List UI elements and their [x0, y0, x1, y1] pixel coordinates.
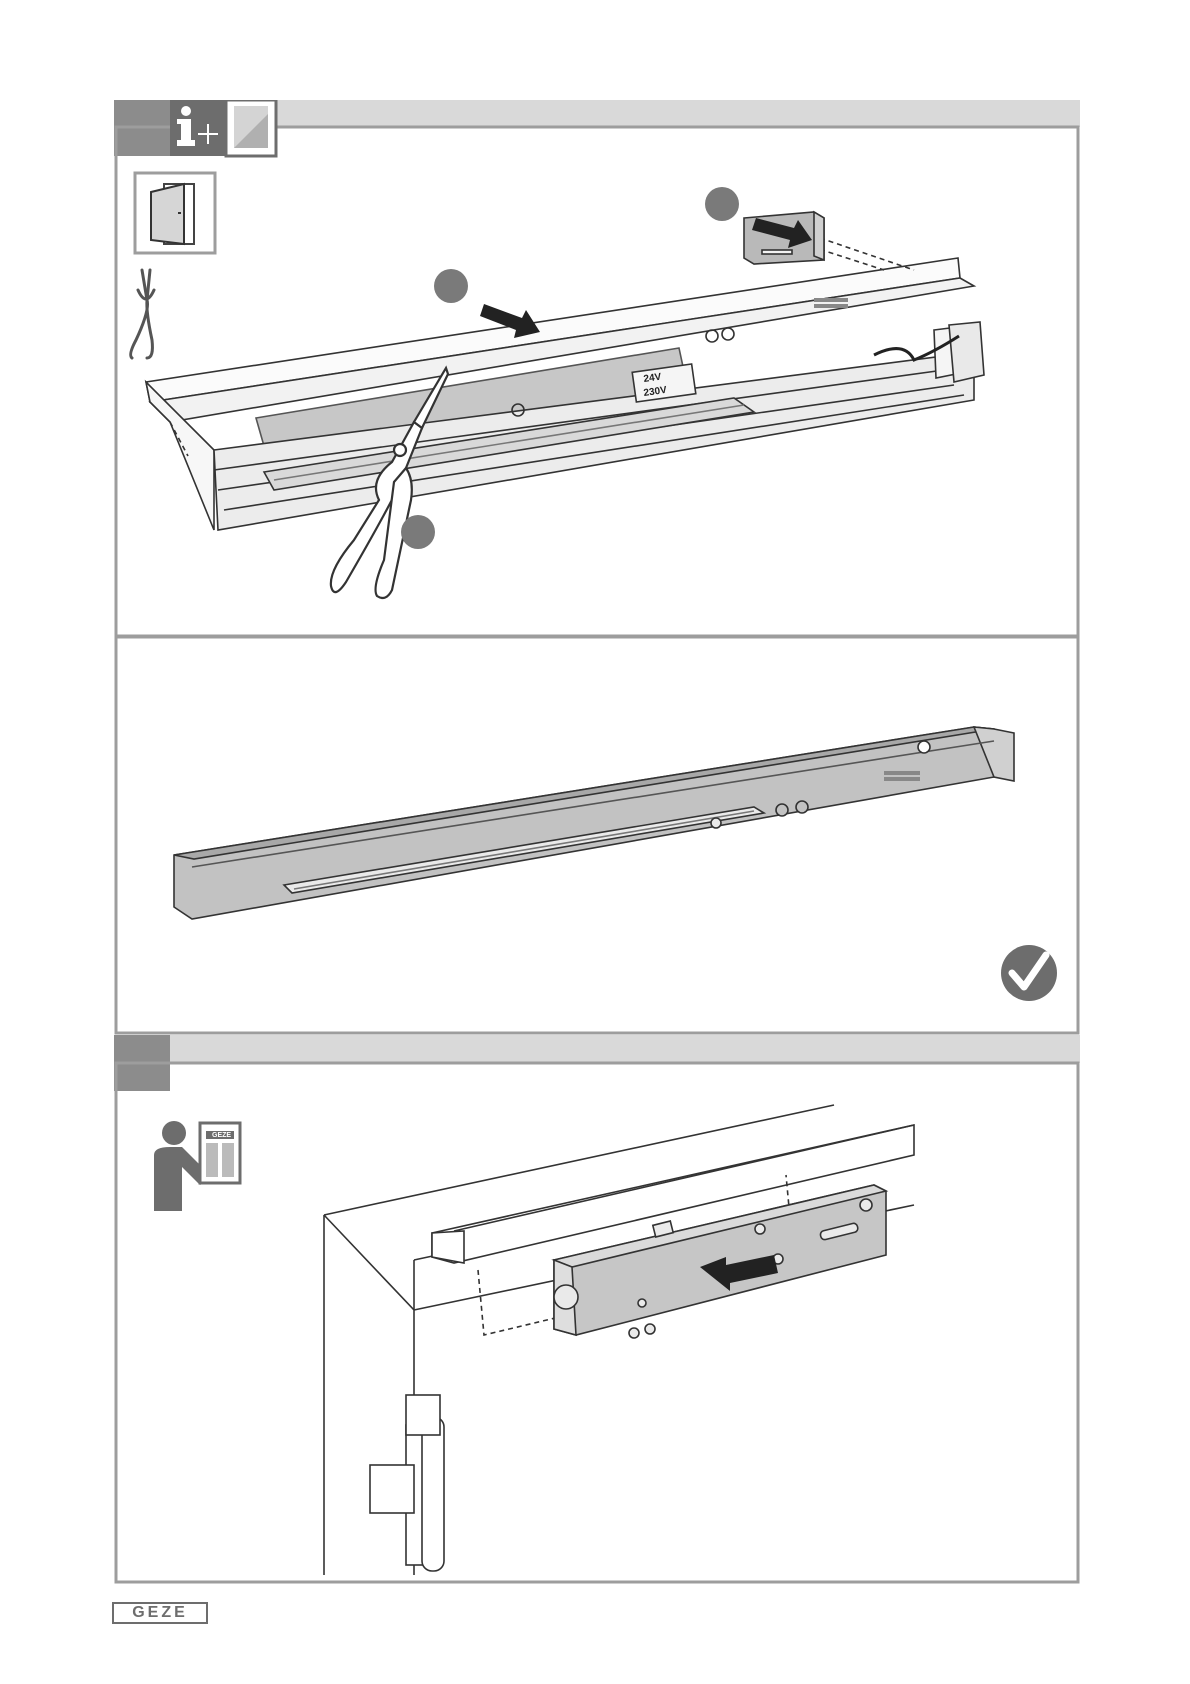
- operator-open-illustration: [146, 230, 984, 530]
- step-3-marker: [401, 515, 435, 549]
- info-plus-icon: [170, 100, 226, 156]
- panel-2-artwork: [114, 637, 1080, 1035]
- checkmark-icon: [1001, 945, 1057, 1001]
- panel-3-artwork: GEZE: [114, 1035, 1080, 1585]
- brand-logo: GEZE: [112, 1602, 208, 1624]
- operator-closed-illustration: [174, 727, 1014, 919]
- instruction-panel-1: 24V 230V: [114, 100, 1080, 638]
- manual-page-icon: [226, 100, 276, 156]
- step-1-marker: [434, 269, 468, 303]
- installation-scene-illustration: [324, 1105, 914, 1575]
- instruction-panel-2: [114, 637, 1080, 1035]
- instruction-panel-3: GEZE: [114, 1035, 1080, 1585]
- panel-3-header-bar: [114, 1035, 1080, 1063]
- manual-brand-label: GEZE: [212, 1132, 231, 1139]
- door-icon: [135, 173, 215, 253]
- pliers-icon: [131, 270, 154, 358]
- brand-logo-text: GEZE: [132, 1604, 188, 1622]
- step-2-marker: [705, 187, 739, 221]
- panel-1-artwork: 24V 230V: [114, 100, 1080, 638]
